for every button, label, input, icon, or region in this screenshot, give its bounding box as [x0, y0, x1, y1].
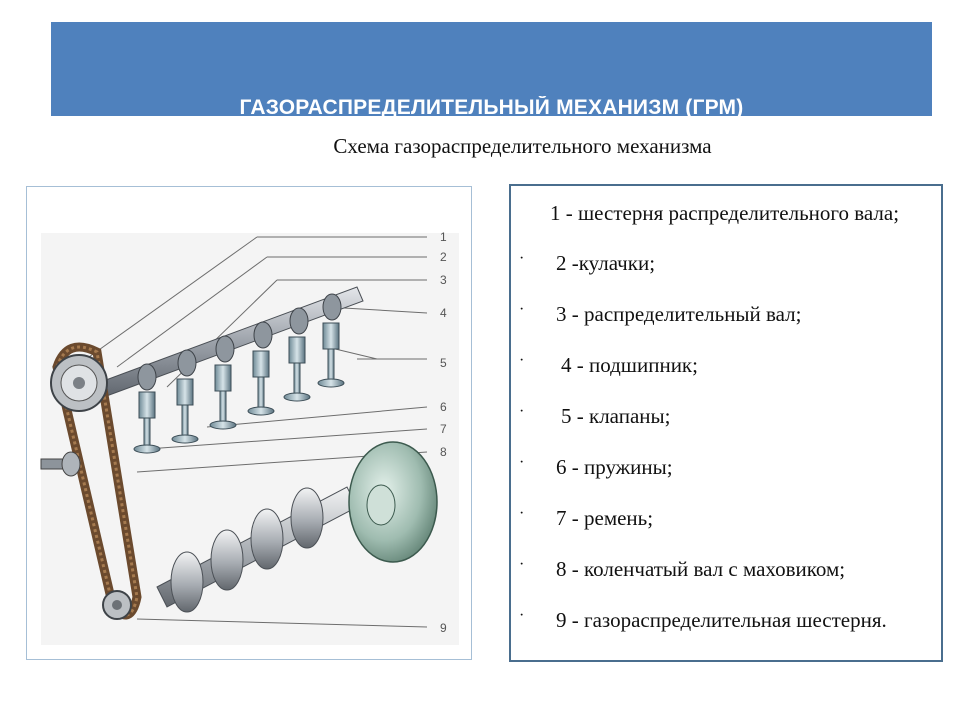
bullet-dot: · [519, 607, 525, 624]
belt-tensioner [40, 451, 81, 477]
legend-item-text: 6 - пружины; [556, 455, 673, 479]
legend-item-text: 8 - коленчатый вал с маховиком; [556, 557, 846, 581]
mechanism-drawing: 1 2 3 4 5 6 7 8 9 [40, 230, 459, 645]
callout-7: 7 [440, 422, 447, 436]
callout-9: 9 [440, 621, 447, 635]
legend-item-text: 2 -кулачки; [556, 251, 656, 275]
bullet-dot: · [519, 301, 525, 318]
callout-2: 2 [440, 250, 447, 264]
bullet-dot: · [519, 352, 525, 369]
legend-item: · 5 - клапаны; [510, 403, 940, 429]
bullet-dot: · [519, 250, 525, 267]
callout-5: 5 [440, 356, 447, 370]
callout-4: 4 [440, 306, 447, 320]
bullet-dot: · [519, 454, 525, 471]
callout-3: 3 [440, 273, 447, 287]
camshaft [86, 286, 364, 402]
legend-panel [509, 184, 943, 662]
legend-item-text: 4 - подшипник; [561, 353, 698, 377]
legend-item: · 2 -кулачки; [510, 250, 940, 276]
legend-item: · 9 - газораспределительная шестерня. [510, 607, 940, 633]
legend-item-text: 7 - ремень; [556, 506, 654, 530]
callout-8: 8 [440, 445, 447, 459]
callout-numbers: 1 2 3 4 5 6 7 8 9 [440, 230, 447, 635]
legend-item-text: 3 - распределительный вал; [556, 302, 802, 326]
callout-1: 1 [440, 230, 447, 244]
legend-item-text: 9 - газораспределительная шестерня. [556, 608, 887, 632]
figure-caption: Схема газораспределительного механизма [333, 134, 712, 158]
legend-item: · 3 - распределительный вал; [510, 301, 940, 327]
legend-item: 1 - шестерня распределительного вала; [510, 200, 940, 226]
mechanism-illustration: 1 2 3 4 5 6 7 8 9 [26, 186, 472, 660]
page-title: ГАЗОРАСПРЕДЕЛИТЕЛЬНЫЙ МЕХАНИЗМ (ГРМ) [239, 96, 744, 116]
legend-item: · 6 - пружины; [510, 454, 940, 480]
legend-item: · 4 - подшипник; [510, 352, 940, 378]
valves [133, 322, 345, 454]
bullet-dot: · [519, 556, 525, 573]
crankshaft-gear [102, 590, 132, 620]
legend-list: 1 - шестерня распределительного вала; · … [510, 200, 940, 658]
legend-item-text: 5 - клапаны; [561, 404, 671, 428]
legend-item-text: 1 - шестерня распределительного вала; [550, 201, 900, 225]
callout-6: 6 [440, 400, 447, 414]
camshaft-gear [50, 354, 108, 412]
title-banner: ГАЗОРАСПРЕДЕЛИТЕЛЬНЫЙ МЕХАНИЗМ (ГРМ) [51, 22, 932, 116]
legend-item: · 7 - ремень; [510, 505, 940, 531]
bullet-dot: · [519, 505, 525, 522]
callout-lines [88, 236, 428, 628]
crankshaft [156, 441, 438, 613]
bullet-dot: · [519, 403, 525, 420]
legend-item: · 8 - коленчатый вал с маховиком; [510, 556, 940, 582]
